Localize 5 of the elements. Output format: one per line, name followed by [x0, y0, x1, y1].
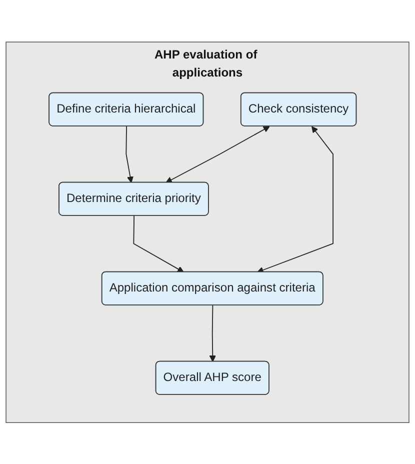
arrow: [133, 215, 184, 272]
arrow: [126, 126, 134, 183]
arrow: [166, 126, 270, 183]
arrow: [257, 126, 334, 273]
arrow: [209, 304, 216, 362]
